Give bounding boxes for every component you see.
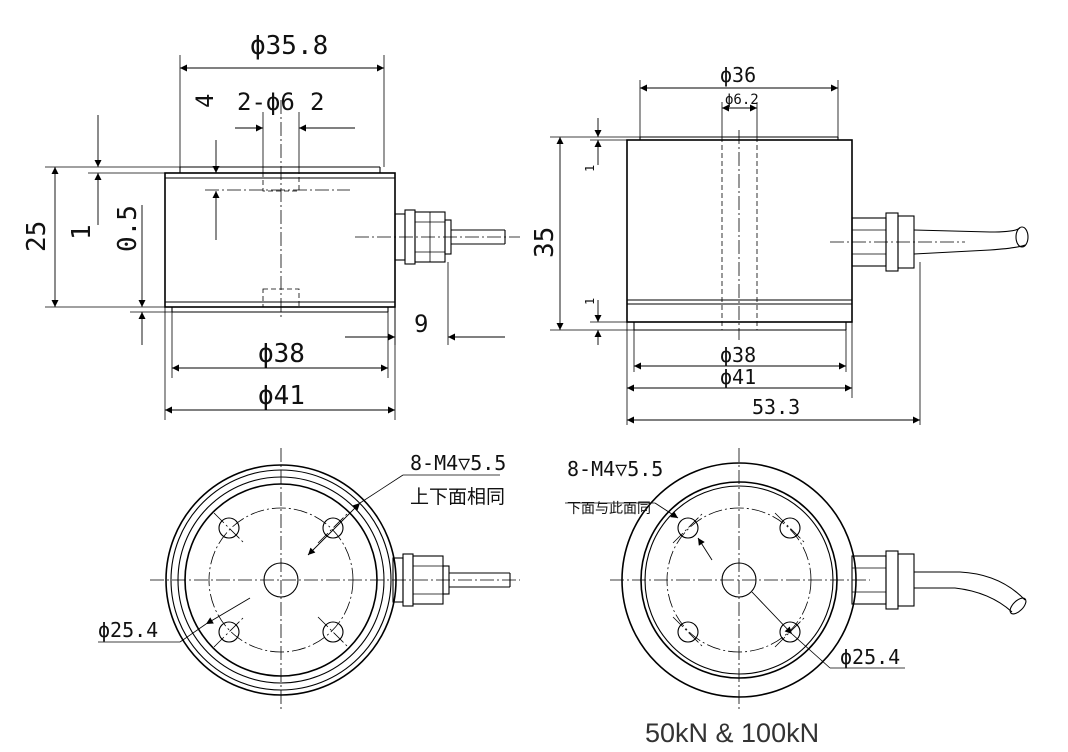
top-view-right: 8-M4▽5.5 下面与此面同 ϕ25.4 — [565, 448, 1027, 712]
right-thread-note: 8-M4▽5.5 — [567, 457, 663, 481]
dim-side-1-top: 1 — [583, 165, 597, 172]
dim-front-05: 0.5 — [113, 205, 143, 252]
dim-side-62: ϕ6.2 — [725, 92, 759, 108]
dim-front-25: 25 — [22, 221, 52, 252]
left-same-note: 上下面相同 — [410, 486, 505, 508]
side-connector — [851, 212, 1029, 272]
left-bolt-holes — [213, 512, 349, 648]
left-thread-note: 8-M4▽5.5 — [410, 451, 506, 475]
dim-front-9: 9 — [414, 310, 428, 338]
right-bolt-holes — [672, 512, 806, 648]
dim-side-41: ϕ41 — [720, 365, 756, 389]
caption: 50kN & 100kN — [645, 718, 819, 748]
dim-front-4: 4 — [191, 94, 219, 108]
dim-front-hole: 2-ϕ6 — [237, 88, 295, 116]
dim-side-38: ϕ38 — [720, 343, 756, 367]
dim-front-hole-offset: 2 — [310, 88, 324, 116]
dim-front-41: ϕ41 — [258, 381, 305, 411]
dim-front-35-8: ϕ35.8 — [250, 31, 328, 61]
front-view: ϕ35.8 2-ϕ6 2 4 25 1 0.5 9 — [22, 31, 520, 420]
side-body — [626, 139, 853, 323]
front-connector — [394, 209, 506, 265]
front-body — [164, 172, 396, 308]
side-view: ϕ36 ϕ6.2 35 1 1 ϕ38 ϕ41 53.3 — [530, 63, 1029, 425]
left-pcd: ϕ25.4 — [98, 618, 158, 642]
dim-front-1: 1 — [67, 224, 97, 240]
dim-side-36: ϕ36 — [720, 63, 756, 87]
top-view-left: 8-M4▽5.5 上下面相同 ϕ25.4 — [98, 448, 520, 712]
dim-side-35: 35 — [530, 227, 560, 258]
dim-side-1-bottom: 1 — [583, 298, 597, 305]
right-same-note: 下面与此面同 — [567, 501, 651, 517]
dim-side-533: 53.3 — [752, 395, 800, 419]
dim-front-38: ϕ38 — [258, 339, 305, 369]
right-pcd: ϕ25.4 — [840, 645, 900, 669]
